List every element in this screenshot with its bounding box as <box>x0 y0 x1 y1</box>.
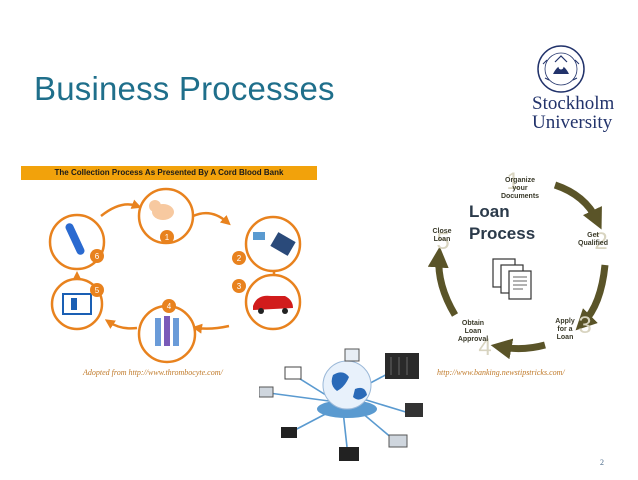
slide-title: Business Processes <box>34 70 335 107</box>
loan-step-3-number: 3 <box>578 312 591 339</box>
loan-arrow-2 <box>575 264 609 331</box>
network-diagram <box>258 348 423 461</box>
loan-step-5-line-1: Close <box>432 228 451 235</box>
figure-banner: The Collection Process As Presented By A… <box>21 166 317 180</box>
step-3-node: 3 <box>232 273 302 331</box>
loan-process-figure: 1 2 3 4 5 Organize your Documents Get Qu… <box>415 165 623 367</box>
blood-bag-icon <box>270 232 296 256</box>
loan-step-4-line-3: Approval <box>458 336 488 343</box>
page-number: 2 <box>600 458 604 467</box>
documents-icon <box>492 258 532 300</box>
loan-step-4-line-1: Obtain <box>462 320 484 327</box>
loan-arrow-4 <box>427 246 459 317</box>
globe-icon <box>322 360 372 410</box>
step-6-label: 6 <box>95 252 100 261</box>
laptop-icon <box>281 427 297 438</box>
monitor-icon <box>284 366 302 380</box>
car-icon <box>253 295 293 310</box>
caption-right: http://www.banking.newstipstricks.com/ <box>437 368 565 377</box>
step-4-label: 4 <box>167 302 172 311</box>
printer-icon <box>258 386 274 398</box>
desktop-icon <box>405 403 423 417</box>
loan-step-5-number: 5 <box>436 228 449 255</box>
loan-step-3-line-2: for a <box>557 326 572 333</box>
stockholm-university-logo: Stockholm University <box>532 44 624 134</box>
loan-step-2-number: 2 <box>594 228 607 255</box>
probe-icon <box>65 223 85 255</box>
test-tubes-icon <box>155 318 161 346</box>
step-4-node: 4 <box>137 299 197 364</box>
loan-step-1-line-1: Organize <box>505 177 535 184</box>
loan-step-2-line-1: Get <box>587 232 599 239</box>
university-seal-icon <box>537 45 585 93</box>
scanner-icon <box>388 434 408 448</box>
step-5-node: 5 <box>50 277 104 331</box>
loan-step-3-line-3: Loan <box>557 334 574 341</box>
step-3-label: 3 <box>237 282 242 291</box>
caption-left: Adopted from http://www.thrombocyte.com/ <box>83 368 223 377</box>
arrow-1-2 <box>192 211 231 226</box>
step-2-node: 2 <box>232 215 302 273</box>
loan-arrow-3 <box>490 338 546 360</box>
arrow-6-1 <box>100 199 142 217</box>
device-icon <box>344 348 360 362</box>
loan-step-3-line-1: Apply <box>555 318 575 325</box>
server-rack-icon <box>385 353 419 379</box>
collection-process-figure: The Collection Process As Presented By A… <box>21 166 317 370</box>
logo-line-1: Stockholm <box>532 93 615 114</box>
arrow-3-4 <box>192 323 230 334</box>
loan-step-2-line-2: Qualified <box>578 240 608 247</box>
loan-process-diagram: 1 2 3 4 5 Organize your Documents Get Qu… <box>427 168 609 361</box>
step-6-node: 6 <box>48 213 106 271</box>
laptop-icon-2 <box>339 447 359 461</box>
step-1-label: 1 <box>165 233 170 242</box>
loan-title-line-2: Process <box>469 224 535 243</box>
loan-step-1-line-2: your <box>512 185 527 192</box>
loan-step-1-number: 1 <box>506 168 519 195</box>
arrow-4-5 <box>104 319 138 330</box>
step-1-node: 1 <box>137 187 195 245</box>
loan-title-line-1: Loan <box>469 202 510 221</box>
loan-step-1-line-3: Documents <box>501 193 539 200</box>
logo-line-2: University <box>532 112 613 133</box>
step-5-label: 5 <box>95 286 100 295</box>
collection-cycle-diagram: 1 2 3 4 <box>48 187 302 364</box>
network-illustration <box>258 347 452 475</box>
loan-arrow-1 <box>553 181 602 230</box>
loan-step-4-line-2: Loan <box>465 328 482 335</box>
step-2-label: 2 <box>237 254 242 263</box>
loan-step-4-number: 4 <box>478 334 491 361</box>
loan-step-5-line-2: Loan <box>434 236 451 243</box>
